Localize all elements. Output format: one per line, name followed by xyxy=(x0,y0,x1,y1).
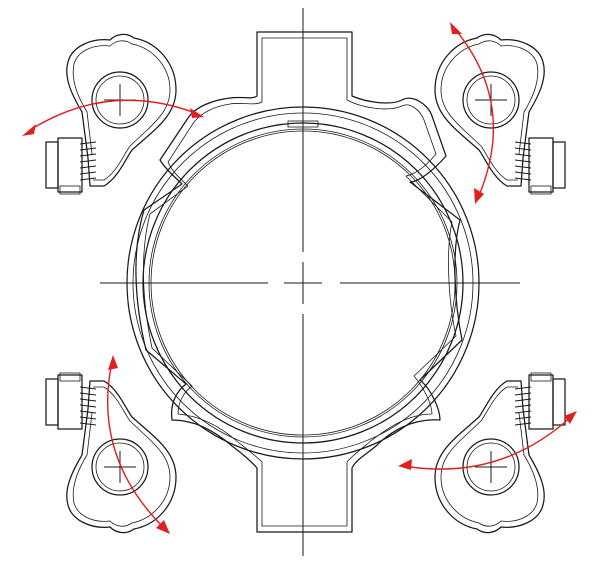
rotation-arrow-top-left xyxy=(22,99,204,136)
rotation-arrow-bottom-left xyxy=(106,355,170,534)
center-lines xyxy=(100,8,520,556)
clamp-bottom-left xyxy=(45,372,177,534)
rotation-arrow-bottom-right xyxy=(398,411,577,470)
clamp-top-left xyxy=(45,33,177,195)
rotation-arrow-top-right xyxy=(450,22,495,204)
clamp-top-right xyxy=(434,33,566,195)
clamp-bottom-right xyxy=(434,372,566,534)
